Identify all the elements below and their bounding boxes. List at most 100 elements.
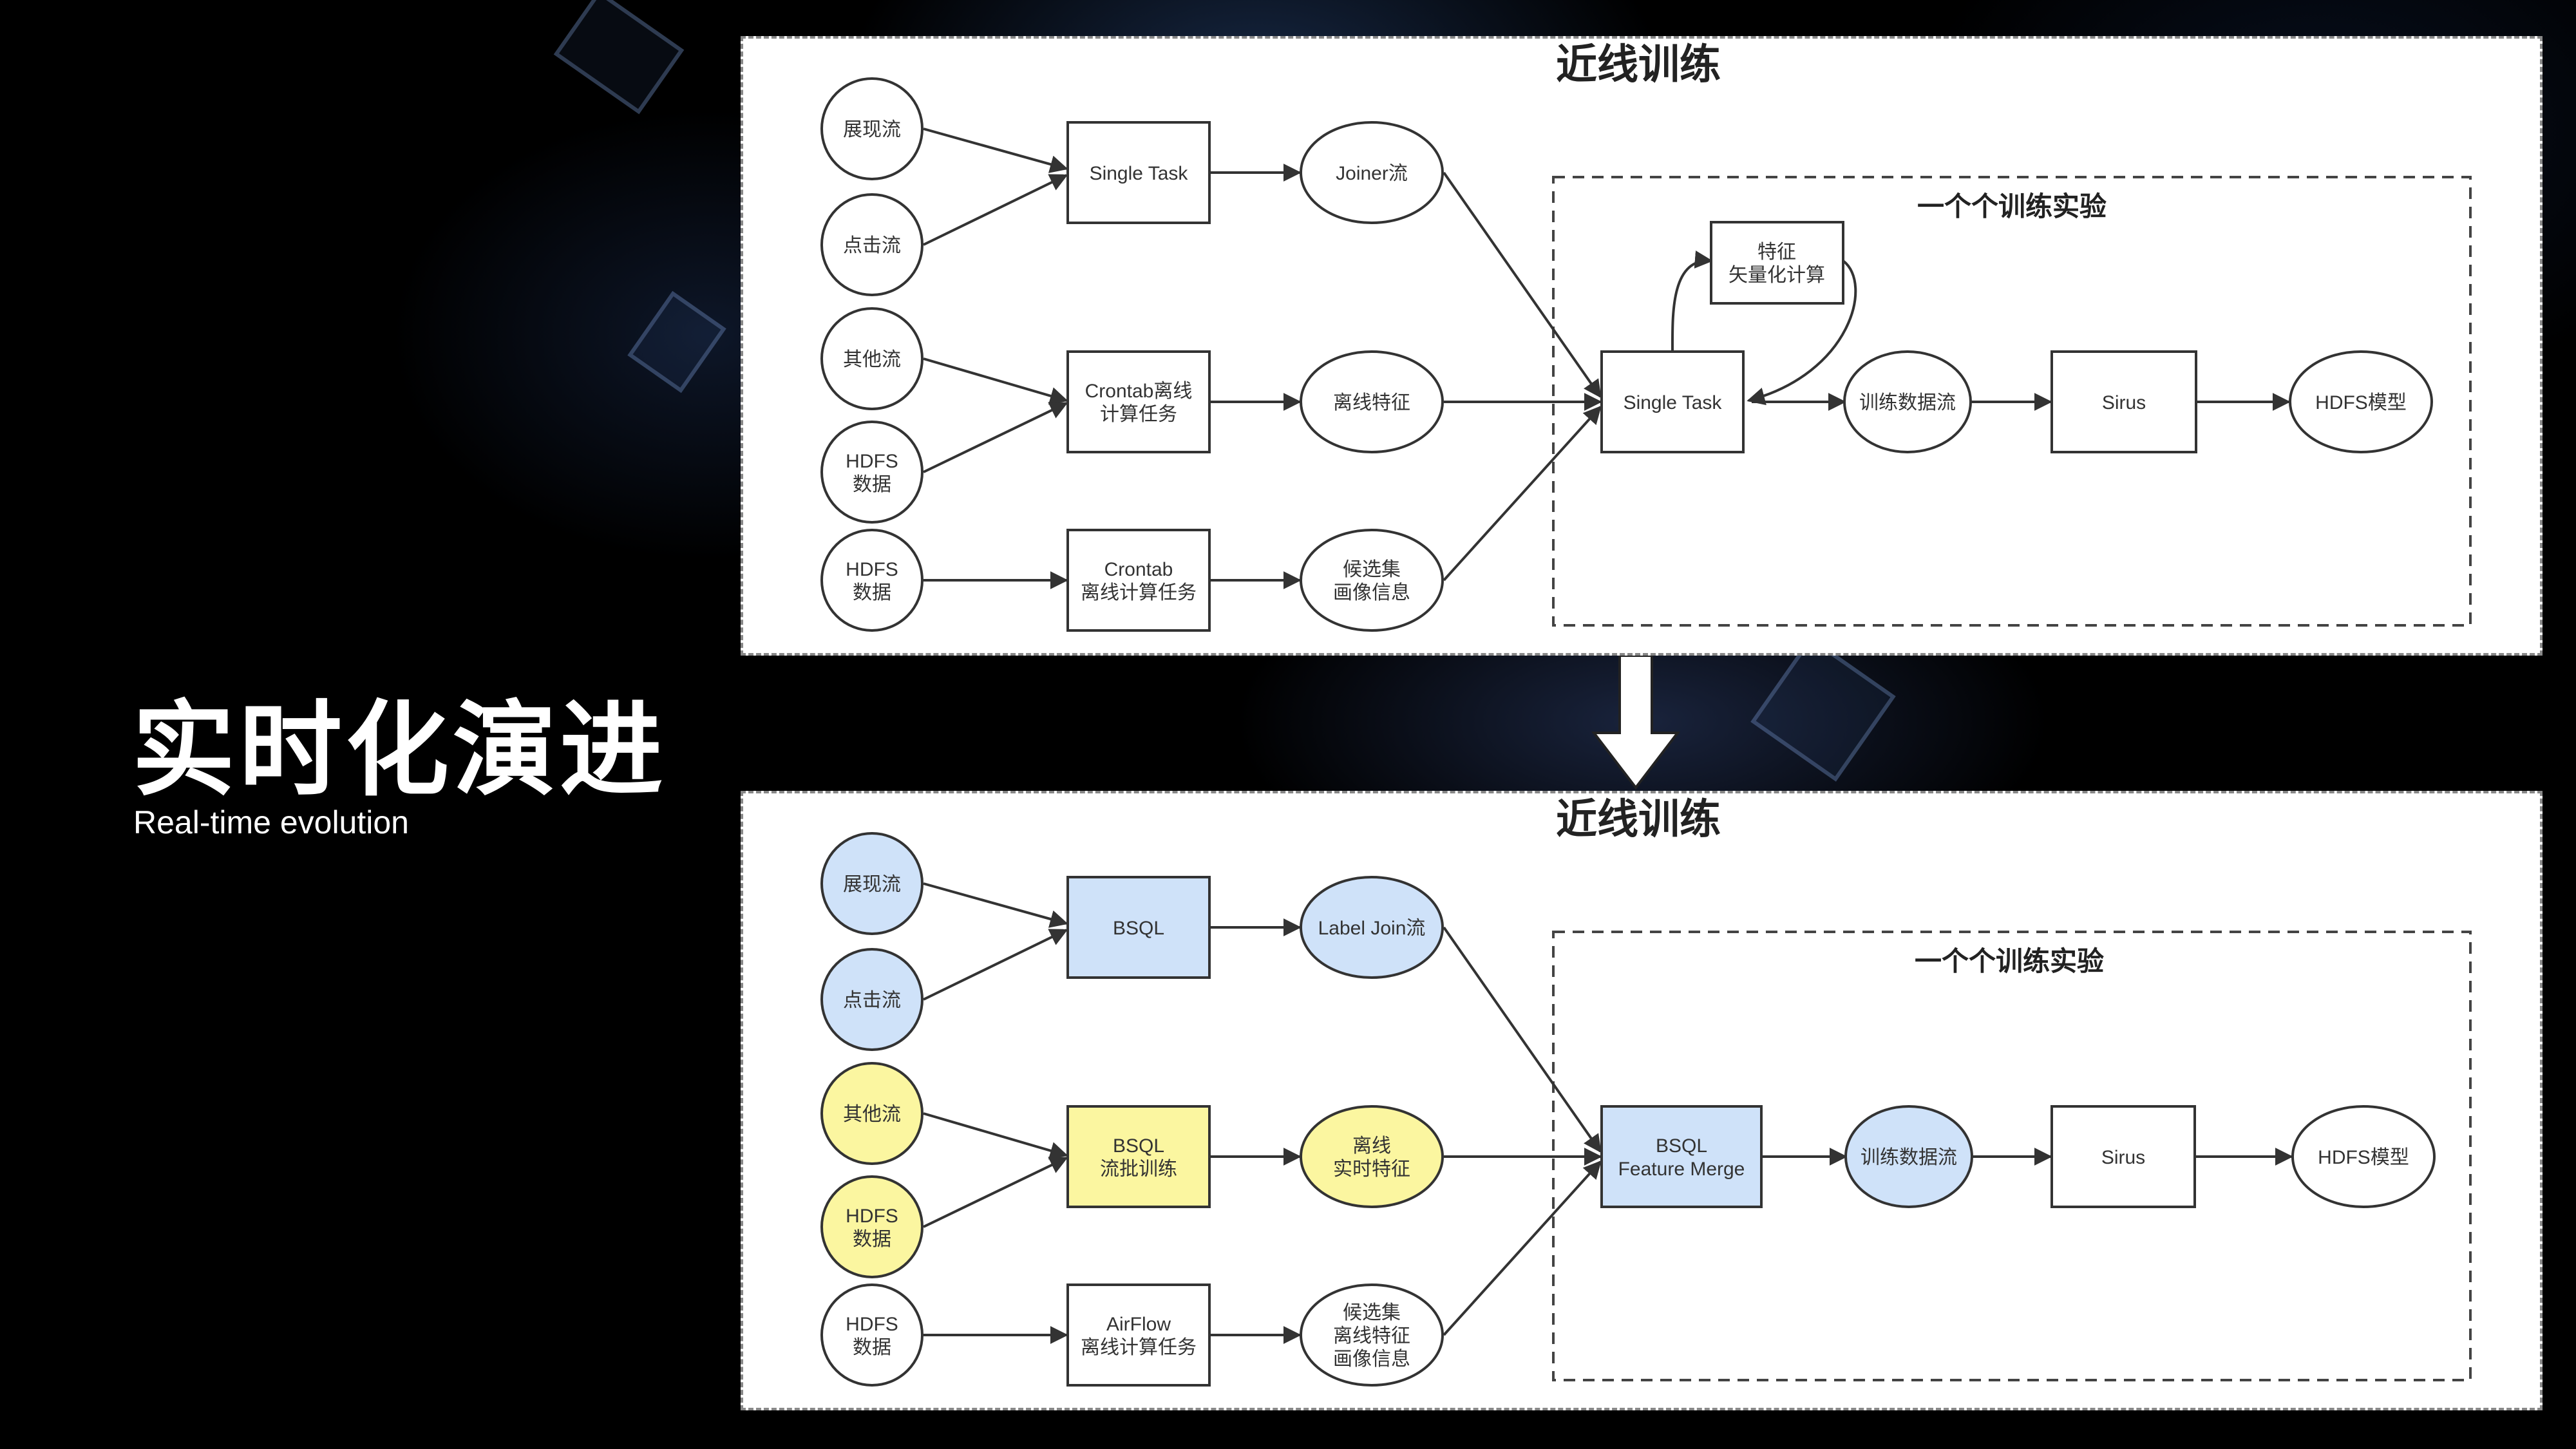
edge xyxy=(1443,926,1602,1153)
node-label: 数据 xyxy=(853,474,891,495)
edge xyxy=(923,402,1068,473)
experiment-group-title: 一个个训练实验 xyxy=(1917,191,2107,222)
node-label: Label Join流 xyxy=(1318,918,1426,939)
edge xyxy=(923,174,1068,246)
node-label: 数据 xyxy=(853,1229,891,1250)
node-label: HDFS xyxy=(846,1314,898,1335)
node-label: Feature Merge xyxy=(1618,1159,1745,1180)
node-crontab-offline-task xyxy=(1066,529,1211,632)
node-label: 离线特征 xyxy=(1333,392,1410,413)
top-edges xyxy=(923,128,2291,589)
edge xyxy=(923,1112,1068,1160)
node-label: 数据 xyxy=(853,582,891,603)
edge xyxy=(1443,405,1602,582)
node-label: Sirus xyxy=(2101,1147,2145,1168)
node-click-stream xyxy=(820,193,923,296)
edge xyxy=(923,357,1068,405)
bottom-nodes xyxy=(820,832,2436,1387)
edge xyxy=(1671,251,1713,352)
node-bsql-stream-batch xyxy=(1066,1105,1211,1208)
node-label: 训练数据流 xyxy=(1859,392,1956,413)
node-label: 离线计算任务 xyxy=(1081,1337,1197,1358)
slide-title: 实时化演进 xyxy=(132,690,667,810)
node-train-data-stream xyxy=(1843,350,1972,453)
bottom-diagram-panel: 近线训练 一个个训练实验 xyxy=(741,791,2543,1410)
node-label: 展现流 xyxy=(843,119,901,140)
node-offline-realtime-feature xyxy=(1300,1105,1444,1208)
node-label: Crontab离线 xyxy=(1085,381,1193,402)
node-hdfs-data-2 xyxy=(820,529,923,632)
edge xyxy=(923,128,1068,173)
edge xyxy=(1443,171,1602,399)
node-single-task-2 xyxy=(1600,350,1745,453)
node-single-task-1 xyxy=(1066,121,1211,224)
node-label: 训练数据流 xyxy=(1861,1147,1957,1168)
bottom-diagram-title: 近线训练 xyxy=(1556,796,1721,844)
node-label: 展现流 xyxy=(843,874,901,895)
node-label: Single Task xyxy=(1624,392,1723,413)
down-arrow-icon xyxy=(1591,656,1681,790)
node-label: 其他流 xyxy=(843,349,901,370)
node-feature-vectorize xyxy=(1710,221,1844,305)
node-label: 计算任务 xyxy=(1100,404,1177,425)
node-label: 离线特征 xyxy=(1333,1325,1410,1347)
top-diagram-title: 近线训练 xyxy=(1556,41,1721,89)
node-other-stream xyxy=(820,1062,923,1165)
node-label: BSQL xyxy=(1113,1135,1164,1157)
node-hdfs-data-1 xyxy=(820,1175,923,1278)
edge xyxy=(923,1157,1068,1228)
node-label: 候选集 xyxy=(1343,1302,1401,1323)
bottom-edges xyxy=(923,882,2293,1344)
node-label: 离线计算任务 xyxy=(1081,582,1197,603)
node-label: 矢量化计算 xyxy=(1728,265,1825,286)
node-train-data-stream xyxy=(1844,1105,1973,1208)
top-diagram: 近线训练 一个个训练实验 xyxy=(820,41,2472,632)
edge xyxy=(923,882,1068,928)
bottom-labels: 展现流 点击流 其他流 HDFS 数据 HDFS 数据 BSQL BSQL 流批… xyxy=(843,874,2409,1370)
node-label-join-stream xyxy=(1300,876,1444,979)
node-label: HDFS模型 xyxy=(2318,1147,2409,1168)
node-label: 画像信息 xyxy=(1333,582,1410,603)
edge xyxy=(1443,1160,1602,1336)
experiment-group-title: 一个个训练实验 xyxy=(1915,945,2104,977)
node-label: Crontab xyxy=(1104,559,1173,580)
slide-subtitle: Real-time evolution xyxy=(133,804,409,840)
edge xyxy=(1747,260,1857,406)
node-label: 离线 xyxy=(1352,1135,1391,1157)
top-nodes xyxy=(820,77,2433,632)
node-click-stream xyxy=(820,948,923,1051)
node-display-stream xyxy=(820,832,923,935)
node-display-stream xyxy=(820,77,923,180)
node-offline-feature xyxy=(1300,350,1444,453)
bottom-diagram: 近线训练 一个个训练实验 xyxy=(820,796,2472,1387)
top-labels: 展现流 点击流 其他流 HDFS 数据 HDFS 数据 Single Task … xyxy=(843,119,2407,603)
node-label: Single Task xyxy=(1090,163,1189,184)
node-label: BSQL xyxy=(1113,918,1164,939)
node-hdfs-model xyxy=(2289,350,2433,453)
node-label: AirFlow xyxy=(1106,1314,1171,1335)
node-hdfs-data-2 xyxy=(820,1283,923,1387)
node-label: 画像信息 xyxy=(1333,1349,1410,1370)
node-candidate-profile xyxy=(1300,529,1444,632)
node-bsql-feature-merge xyxy=(1600,1105,1763,1208)
node-bsql xyxy=(1066,876,1211,979)
node-label: HDFS xyxy=(846,559,898,580)
node-label: HDFS模型 xyxy=(2315,392,2407,413)
node-label: 候选集 xyxy=(1343,559,1401,580)
node-label: HDFS xyxy=(846,451,898,472)
node-sirus xyxy=(2050,350,2197,453)
experiment-group-box xyxy=(1552,931,2472,1381)
node-hdfs-data-1 xyxy=(820,421,923,524)
node-label: Sirus xyxy=(2102,392,2146,413)
node-label: 实时特征 xyxy=(1333,1159,1410,1180)
node-airflow-task xyxy=(1066,1283,1211,1387)
node-label: 流批训练 xyxy=(1100,1159,1177,1180)
node-label: 数据 xyxy=(853,1337,891,1358)
node-label: 特征 xyxy=(1757,242,1796,263)
node-label: HDFS xyxy=(846,1206,898,1227)
node-hdfs-model xyxy=(2291,1105,2436,1208)
node-label: 其他流 xyxy=(843,1104,901,1125)
node-label: 点击流 xyxy=(843,235,901,256)
node-joiner-stream xyxy=(1300,121,1444,224)
node-other-stream xyxy=(820,307,923,410)
